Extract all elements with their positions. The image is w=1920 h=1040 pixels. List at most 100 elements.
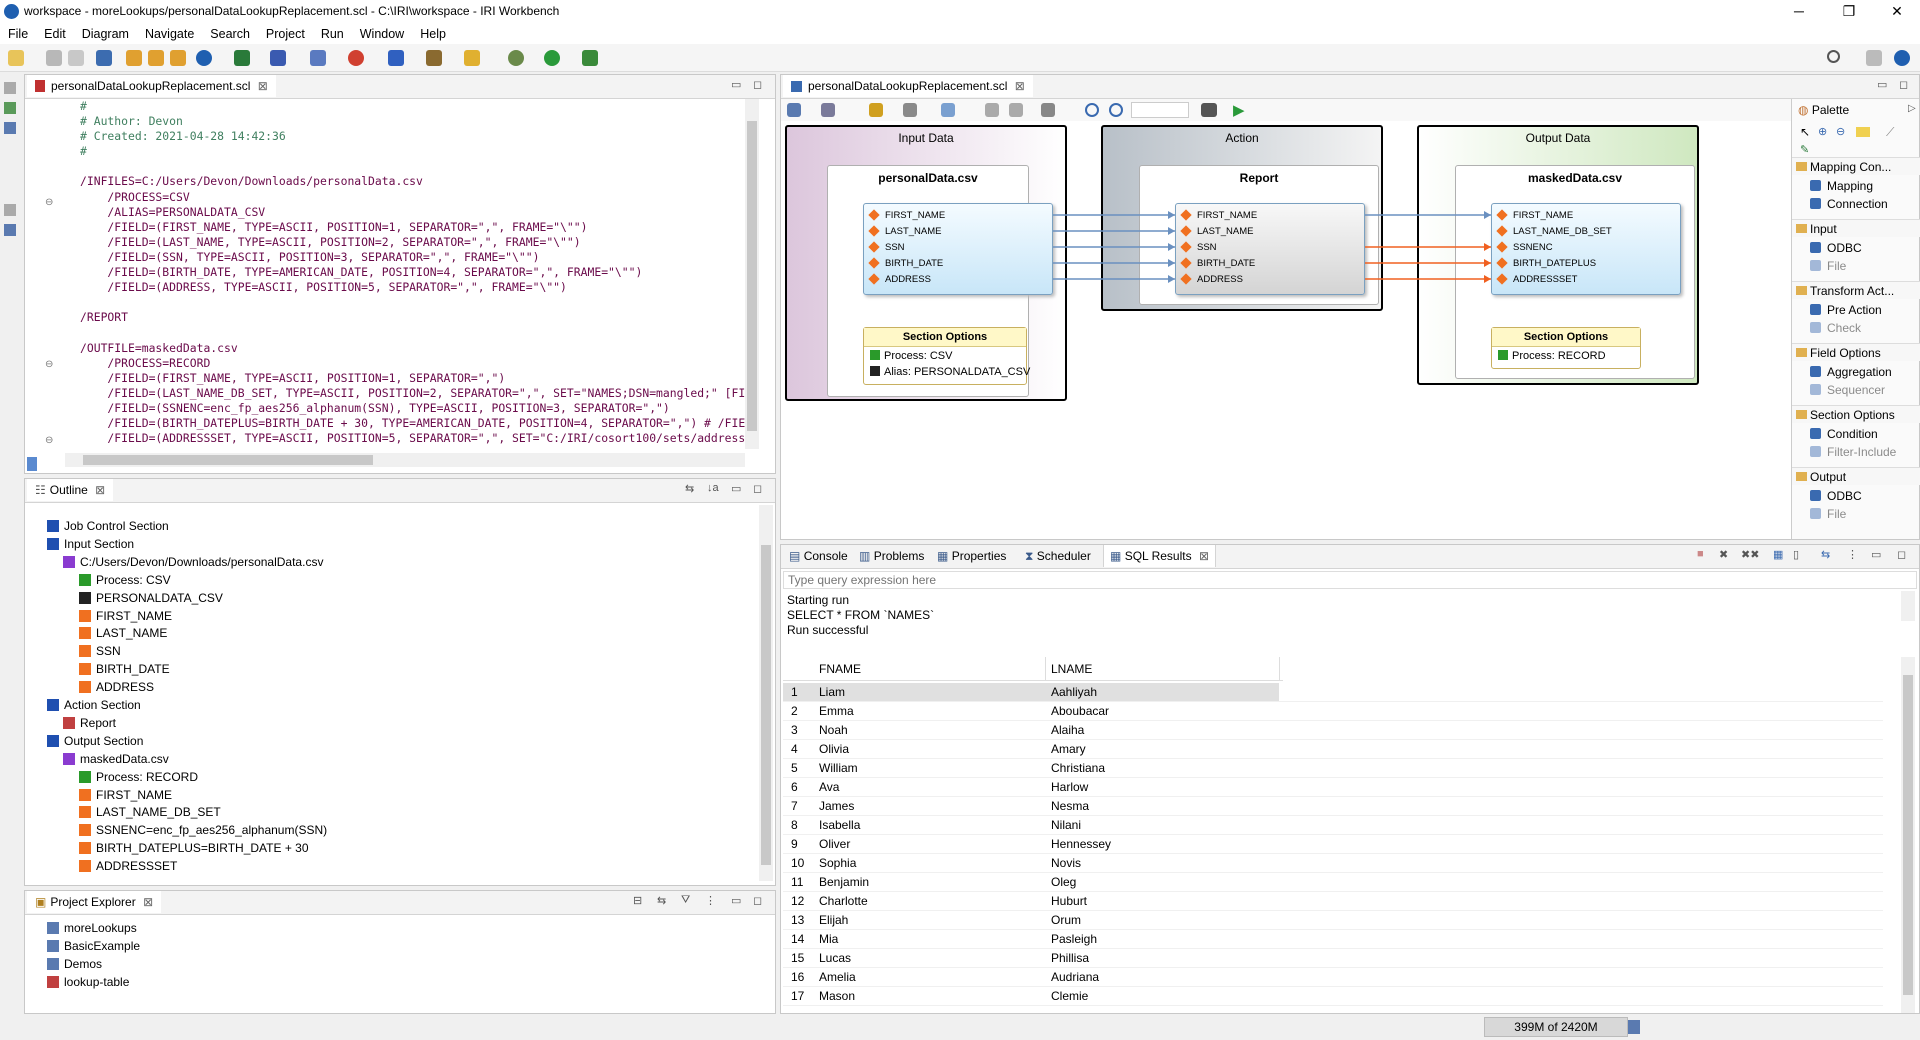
cell-lname[interactable]: Hennessey xyxy=(1051,837,1112,851)
editor-hscrollbar[interactable] xyxy=(65,453,745,467)
code-line[interactable]: /FIELD=(ADDRESSSET, TYPE=ASCII, POSITION… xyxy=(80,431,753,446)
cell-lname[interactable]: Clemie xyxy=(1051,989,1089,1003)
outline-item[interactable]: SSN xyxy=(79,642,121,660)
cell-lname[interactable]: Christiana xyxy=(1051,761,1106,775)
outline-item[interactable]: Output Section xyxy=(47,732,143,750)
outline-item[interactable]: BIRTH_DATEPLUS=BIRTH_DATE + 30 xyxy=(79,839,309,857)
outline-item[interactable]: Job Control Section xyxy=(47,517,169,535)
heap-status[interactable]: 399M of 2420M xyxy=(1484,1017,1628,1037)
code-line[interactable] xyxy=(80,159,752,174)
diagram-field[interactable]: LAST_NAME xyxy=(1180,224,1254,239)
cell-fname[interactable]: Isabella xyxy=(819,818,861,832)
view-icon-3[interactable] xyxy=(4,224,16,236)
outline-item[interactable]: Process: RECORD xyxy=(79,768,198,786)
print-icon[interactable] xyxy=(1041,103,1055,117)
minimize-view-icon[interactable]: ▭ xyxy=(1871,549,1882,561)
arrange-icon[interactable] xyxy=(821,103,835,117)
run-diagram-icon[interactable]: ▶ xyxy=(1233,102,1245,119)
palette-group-header[interactable]: Output xyxy=(1792,467,1920,485)
code-line[interactable]: /FIELD=(SSNENC=enc_fp_aes256_alphanum(SS… xyxy=(80,400,670,415)
column-header-lname[interactable]: LNAME xyxy=(1051,662,1093,676)
import-icon[interactable] xyxy=(170,50,186,66)
outline-item[interactable]: FIRST_NAME xyxy=(79,786,172,804)
outline-tab[interactable]: ☷Outline ⊠ xyxy=(27,479,114,501)
code-line[interactable]: /REPORT xyxy=(80,310,129,325)
palette-item[interactable]: ODBC xyxy=(1810,489,1862,503)
close-tab-icon[interactable]: ⊠ xyxy=(143,895,154,909)
code-text[interactable]: ## Author: Devon# Created: 2021-04-28 14… xyxy=(80,99,752,446)
layout-icon[interactable] xyxy=(787,103,801,117)
code-line[interactable]: /PROCESS=RECORD xyxy=(80,355,211,370)
terminal-icon[interactable] xyxy=(96,50,112,66)
new-icon[interactable] xyxy=(8,50,24,66)
link-editor-icon[interactable]: ⇆ xyxy=(685,483,695,495)
pin-icon[interactable]: ⇆ xyxy=(1821,549,1831,561)
run-icon[interactable] xyxy=(544,50,560,66)
view-menu-icon[interactable]: ⋮ xyxy=(1847,549,1858,561)
palette-group-header[interactable]: Transform Act... xyxy=(1792,281,1920,299)
palette-group-header[interactable]: Input xyxy=(1792,219,1920,237)
code-line[interactable] xyxy=(80,325,752,340)
diagram-field[interactable]: ADDRESS xyxy=(868,272,931,287)
save-icon[interactable] xyxy=(46,50,62,66)
project-item[interactable]: lookup-table xyxy=(47,973,129,991)
outline-item[interactable]: Input Section xyxy=(47,535,134,553)
code-line[interactable]: /FIELD=(BIRTH_DATEPLUS=BIRTH_DATE + 30, … xyxy=(80,415,753,430)
align-icon[interactable] xyxy=(985,103,999,117)
cell-lname[interactable]: Amary xyxy=(1051,742,1086,756)
open-perspective-icon[interactable] xyxy=(1866,50,1882,66)
cell-lname[interactable]: Nesma xyxy=(1051,799,1090,813)
menu-navigate[interactable]: Navigate xyxy=(144,27,195,41)
cell-lname[interactable]: Novis xyxy=(1051,856,1082,870)
view-icon-2[interactable] xyxy=(4,122,16,134)
palette-item[interactable]: Condition xyxy=(1810,427,1878,441)
diagram-field[interactable]: SSN xyxy=(1180,240,1217,255)
cell-fname[interactable]: Emma xyxy=(819,704,854,718)
diagram-field[interactable]: BIRTH_DATE xyxy=(868,256,943,271)
zoom-in-tool-icon[interactable]: ⊕ xyxy=(1818,126,1828,138)
debug-icon[interactable] xyxy=(508,50,524,66)
tab-console[interactable]: ▤ Console xyxy=(783,545,854,567)
minimize-view-icon[interactable]: ▭ xyxy=(731,79,742,91)
outline-item[interactable]: Action Section xyxy=(47,696,141,714)
open-folder-icon[interactable] xyxy=(126,50,142,66)
code-line[interactable]: /PROCESS=CSV xyxy=(80,189,190,204)
sort-icon[interactable]: ↓a xyxy=(707,482,719,494)
vscroll-thumb[interactable] xyxy=(747,121,757,431)
garbage-collect-icon[interactable] xyxy=(1628,1020,1640,1034)
menu-run[interactable]: Run xyxy=(320,27,344,41)
close-button[interactable]: ✕ xyxy=(1891,3,1903,19)
open-project-icon[interactable] xyxy=(148,50,164,66)
palette-item[interactable]: Mapping xyxy=(1810,179,1873,193)
zoom-combo[interactable] xyxy=(1131,102,1189,118)
cell-fname[interactable]: Lucas xyxy=(819,951,852,965)
palette-group-header[interactable]: Mapping Con... xyxy=(1792,157,1920,175)
minimize-view-icon[interactable]: ▭ xyxy=(1877,79,1888,91)
zoom-out-tool-icon[interactable]: ⊖ xyxy=(1836,126,1846,138)
collapse-all-icon[interactable]: ⊟ xyxy=(633,895,643,907)
code-line[interactable] xyxy=(80,295,752,310)
restore-button[interactable]: ❐ xyxy=(1842,3,1856,19)
cell-fname[interactable]: Noah xyxy=(819,723,848,737)
cell-fname[interactable]: Charlotte xyxy=(819,894,868,908)
pointer-icon[interactable]: ↖ xyxy=(1800,125,1811,139)
cell-fname[interactable]: Sophia xyxy=(819,856,857,870)
minimize-icon[interactable] xyxy=(4,82,16,94)
results-vscrollbar[interactable] xyxy=(1901,657,1915,1013)
palette-item[interactable]: ODBC xyxy=(1810,241,1862,255)
code-line[interactable]: /FIELD=(LAST_NAME, TYPE=ASCII, POSITION=… xyxy=(80,234,581,249)
cell-lname[interactable]: Aboubacar xyxy=(1051,704,1110,718)
cell-fname[interactable]: Olivia xyxy=(819,742,850,756)
maximize-view-icon[interactable]: ◻ xyxy=(753,79,763,91)
menu-search[interactable]: Search xyxy=(210,27,250,41)
diagram-field[interactable]: LAST_NAME_DB_SET xyxy=(1496,224,1612,239)
cell-fname[interactable]: Elijah xyxy=(819,913,849,927)
view-menu-icon[interactable]: ⋮ xyxy=(705,895,716,907)
